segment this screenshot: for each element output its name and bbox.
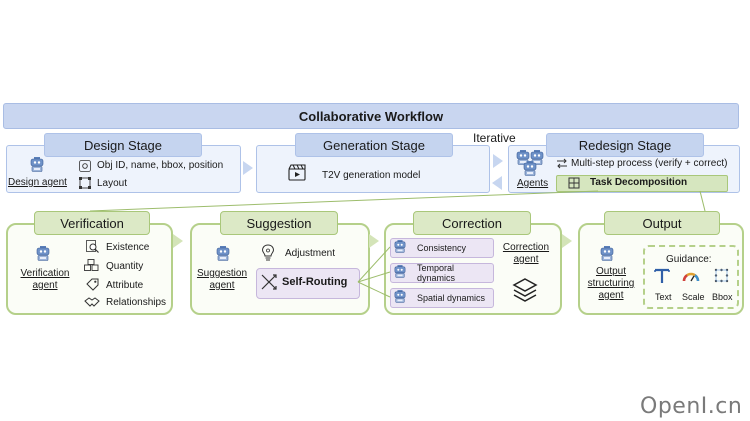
suggestion-adjustment-label: Adjustment (285, 248, 336, 259)
guidance-bbox-label: Bbox (712, 292, 733, 302)
arrow-generation-to-redesign (493, 154, 503, 168)
output-title-text: Output (642, 215, 682, 231)
self-routing-box (256, 268, 360, 299)
task-decomposition-label: Task Decomposition (590, 177, 688, 188)
guidance-scale-label: Scale (682, 292, 705, 302)
generation-model-label: T2V generation model (322, 170, 421, 181)
correction-item-temporal-text: Temporal dynamics (417, 263, 456, 283)
boxes-icon (84, 259, 99, 271)
generation-stage-title: Generation Stage (295, 133, 453, 157)
design-stage-title: Design Stage (44, 133, 202, 157)
verification-item-existence: Existence (106, 242, 150, 253)
guidance-box (643, 245, 739, 309)
temporal-robot-icon (394, 265, 406, 278)
verification-agent-text: Verification agent (20, 268, 70, 291)
verification-item-relationships: Relationships (106, 297, 167, 308)
handshake-icon (84, 297, 100, 307)
clapperboard-icon (288, 164, 306, 181)
suggestion-title-text: Suggestion (246, 215, 312, 231)
correction-title-text: Correction (442, 215, 502, 231)
output-title: Output (604, 211, 720, 235)
puzzle-icon (568, 177, 580, 189)
layers-icon (512, 278, 538, 302)
correction-agent-label: Correction agent (500, 242, 552, 266)
correction-item-spatial: Spatial dynamics (390, 288, 494, 308)
redesign-stage-title: Redesign Stage (546, 133, 704, 157)
tag-icon (86, 278, 99, 291)
output-agent-text: Output structuring agent (587, 266, 635, 301)
routing-arrows-icon (261, 274, 277, 290)
suggestion-title: Suggestion (220, 211, 338, 235)
arrow-redesign-to-generation (492, 176, 502, 190)
openi-watermark: OpenI.cn (640, 394, 743, 419)
correction-title: Correction (413, 211, 531, 235)
redesign-stage-title-text: Redesign Stage (578, 137, 672, 153)
magnifier-icon (86, 240, 99, 253)
design-agent-label: Design agent (8, 177, 67, 188)
gear-search-icon (79, 160, 91, 172)
workflow-title: Collaborative Workflow (298, 108, 444, 124)
lightbulb-icon (261, 244, 275, 261)
collaborative-workflow-banner: Collaborative Workflow (3, 103, 739, 129)
process-arrows-icon (557, 158, 567, 169)
arrow-suggestion-to-correction (369, 234, 379, 248)
spatial-robot-icon (394, 290, 406, 303)
correction-item-temporal: Temporal dynamics (390, 263, 494, 283)
agents-label: Agents (517, 178, 549, 189)
iterative-label: Iterative (473, 131, 516, 145)
suggestion-agent-label: Suggestion agent (196, 268, 248, 292)
design-item-obj: Obj ID, name, bbox, position (97, 160, 224, 171)
scale-gauge-icon (682, 272, 700, 282)
bbox-grid-icon (714, 268, 729, 283)
verification-item-attribute: Attribute (106, 280, 144, 291)
multi-step-process-label: Multi-step process (verify + correct) (571, 158, 728, 169)
verification-agent-label: Verification agent (20, 268, 70, 292)
design-stage-title-text: Design Stage (83, 137, 163, 153)
arrow-verification-to-suggestion (173, 234, 183, 248)
consistency-robot-icon (394, 240, 406, 253)
output-agent-robot-icon (600, 246, 614, 261)
guidance-title: Guidance: (666, 254, 712, 265)
correction-item-consistency: Consistency (390, 238, 494, 258)
correction-item-consistency-text: Consistency (417, 243, 467, 253)
suggestion-agent-text: Suggestion agent (196, 268, 248, 291)
layout-icon (79, 177, 91, 189)
design-item-layout: Layout (97, 178, 128, 189)
generation-stage-title-text: Generation Stage (323, 137, 425, 153)
arrow-correction-to-output (562, 234, 572, 248)
arrow-design-to-generation (243, 161, 253, 175)
verification-panel (6, 223, 173, 315)
task-decomposition-box (556, 175, 728, 192)
text-t-icon (654, 268, 670, 283)
output-agent-label: Output structuring agent (584, 266, 638, 302)
verification-title: Verification (34, 211, 150, 235)
verification-title-text: Verification (60, 215, 124, 231)
correction-agent-text: Correction agent (502, 242, 550, 265)
correction-item-spatial-text: Spatial dynamics (417, 293, 486, 303)
self-routing-label: Self-Routing (282, 276, 348, 288)
verification-item-quantity: Quantity (106, 261, 144, 272)
guidance-text-label: Text (655, 292, 672, 302)
